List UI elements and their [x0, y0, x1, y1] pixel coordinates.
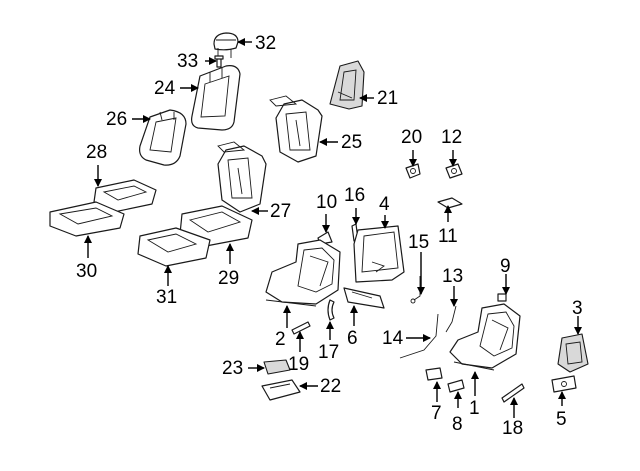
support-6 [343, 287, 385, 309]
callout-30: 30 [76, 261, 97, 282]
strap-17 [327, 299, 335, 321]
cover-22 [261, 379, 301, 401]
cable-14 [399, 313, 439, 359]
seat-back-4 [353, 225, 405, 283]
clip-9 [497, 293, 507, 302]
clip-8 [447, 379, 465, 393]
latch-20 [405, 163, 421, 179]
callout-18: 18 [502, 418, 523, 439]
leader-lines [84, 38, 582, 418]
callout-22: 22 [320, 376, 341, 397]
callout-4: 4 [379, 194, 390, 215]
callout-24: 24 [154, 78, 176, 99]
callout-7: 7 [431, 403, 442, 424]
seat-back-pad-26 [139, 109, 187, 166]
callout-12: 12 [441, 127, 462, 148]
callout-26: 26 [106, 109, 127, 130]
callout-6: 6 [347, 328, 358, 349]
rod-18 [501, 383, 525, 403]
callout-31: 31 [156, 287, 177, 308]
callout-13: 13 [442, 266, 463, 287]
callout-14: 14 [382, 328, 404, 349]
callout-11: 11 [438, 226, 458, 247]
callout-32: 32 [255, 33, 276, 54]
callout-8: 8 [452, 414, 463, 435]
callout-21: 21 [377, 88, 398, 109]
bracket-11 [437, 197, 463, 209]
hinge-5 [551, 375, 577, 393]
callout-3: 3 [572, 298, 583, 319]
callout-19: 19 [288, 354, 309, 375]
plate-7 [425, 367, 443, 381]
seat-frame-1 [449, 303, 521, 371]
callout-2: 2 [275, 329, 286, 350]
callout-1: 1 [469, 398, 480, 419]
callout-10: 10 [316, 192, 337, 213]
callout-33: 33 [177, 51, 198, 72]
handle-19 [291, 321, 311, 335]
callout-29: 29 [218, 268, 239, 289]
seat-frame-2 [265, 239, 341, 307]
callout-labels: 32 33 24 21 26 25 20 12 28 27 10 16 4 11… [76, 33, 583, 439]
seat-back-frame-25 [269, 95, 323, 163]
latch-12 [445, 163, 463, 179]
callout-15: 15 [408, 232, 429, 253]
seat-back-frame-27 [217, 141, 267, 213]
rod-13 [445, 305, 457, 333]
cable-15 [410, 276, 421, 304]
callout-17: 17 [318, 342, 339, 363]
callout-9: 9 [500, 256, 511, 277]
callout-16: 16 [344, 185, 365, 206]
side-panel-3 [557, 333, 589, 373]
cushion-31 [137, 227, 211, 267]
callout-27: 27 [270, 201, 291, 222]
headrest-part [213, 32, 239, 58]
callout-5: 5 [556, 409, 567, 430]
cushion-cover-30 [49, 201, 125, 237]
back-panel-21 [329, 60, 365, 110]
callout-20: 20 [401, 127, 422, 148]
callout-23: 23 [222, 358, 243, 379]
callout-25: 25 [341, 132, 362, 153]
headrest-guide-part [214, 55, 224, 68]
callout-28: 28 [86, 142, 107, 163]
seat-back-cover-24 [191, 65, 241, 131]
pad-23 [263, 359, 291, 375]
